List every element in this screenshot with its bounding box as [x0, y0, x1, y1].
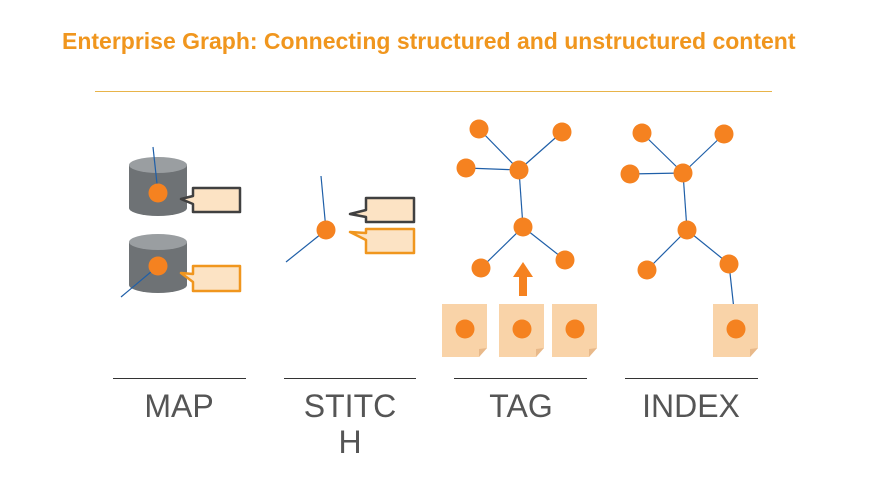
- callout-icon: [348, 227, 416, 255]
- node-icon: [555, 250, 575, 270]
- document-icon: [442, 304, 487, 357]
- node-icon: [632, 123, 652, 143]
- callout-icon: [179, 264, 242, 293]
- node-icon: [552, 122, 572, 142]
- document-icon: [552, 304, 597, 357]
- up-arrow-icon: [513, 262, 533, 296]
- tag-diagram: [442, 119, 597, 357]
- node-icon: [148, 183, 168, 203]
- graph-edge: [478, 128, 520, 171]
- node-icon: [148, 256, 168, 276]
- node-icon: [714, 124, 734, 144]
- title-divider: [95, 91, 772, 92]
- node-icon: [637, 260, 657, 280]
- node-icon: [673, 163, 693, 183]
- page-title: Enterprise Graph: Connecting structured …: [62, 28, 796, 54]
- node-icon: [513, 217, 533, 237]
- column-label-tag: TAG: [489, 388, 553, 424]
- index-diagram: [620, 123, 758, 357]
- graph-edge: [641, 132, 684, 174]
- column-label-index: INDEX: [642, 388, 740, 424]
- node-icon: [620, 164, 640, 184]
- node-icon: [677, 220, 697, 240]
- column-label-stitch: STITC H: [303, 388, 397, 460]
- column-divider: [284, 378, 416, 379]
- node-icon: [456, 158, 476, 178]
- column-divider: [454, 378, 587, 379]
- graph-edge: [518, 169, 524, 228]
- stitch-diagram: [285, 175, 416, 263]
- node-icon: [719, 254, 739, 274]
- graph-edge: [518, 131, 563, 171]
- graph-edge: [682, 172, 688, 231]
- document-icon: [499, 304, 544, 357]
- document-icon: [713, 304, 758, 357]
- column-divider: [113, 378, 246, 379]
- callout-icon: [179, 186, 242, 214]
- column-label-map: MAP: [144, 388, 214, 424]
- node-icon: [509, 160, 529, 180]
- callout-icon: [348, 196, 416, 224]
- node-icon: [471, 258, 491, 278]
- graph-edge: [480, 226, 524, 269]
- node-icon: [469, 119, 489, 139]
- column-divider: [625, 378, 758, 379]
- node-icon: [316, 220, 336, 240]
- map-diagram: [120, 146, 242, 298]
